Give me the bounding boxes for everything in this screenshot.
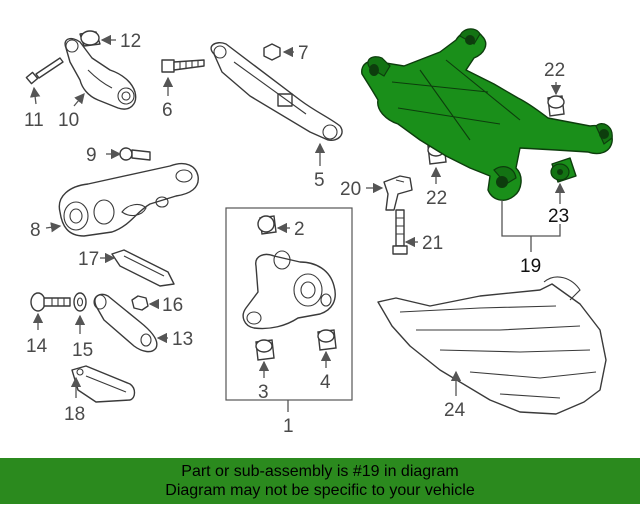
callout-7: 7 <box>298 43 309 64</box>
callout-4: 4 <box>320 372 331 393</box>
banner-line-1: Part or sub-assembly is #19 in diagram <box>181 463 459 480</box>
parts-diagram: 12 11 10 6 7 5 9 8 17 16 13 14 15 18 2 3… <box>24 28 613 437</box>
bushing-part-12[interactable] <box>79 30 101 47</box>
callout-2: 2 <box>294 219 305 240</box>
bushing-part-4[interactable] <box>317 329 337 351</box>
knuckle-assembly-frame <box>225 207 353 401</box>
callout-21: 21 <box>422 233 443 254</box>
bolt-part-6[interactable] <box>161 59 205 73</box>
callout-11: 11 <box>24 110 44 131</box>
bushing-part-22-right[interactable] <box>547 95 565 117</box>
callout-15: 15 <box>72 340 93 361</box>
callout-13: 13 <box>172 329 193 350</box>
callout-22-right: 22 <box>544 60 565 81</box>
bolt-part-21[interactable] <box>392 209 408 255</box>
callout-19: 19 <box>520 256 541 277</box>
bolt-part-9[interactable] <box>119 147 151 161</box>
callout-3: 3 <box>258 382 269 403</box>
callout-16: 16 <box>162 295 183 316</box>
callout-23: 23 <box>548 206 569 227</box>
callout-10: 10 <box>58 110 79 131</box>
callout-17: 17 <box>78 249 99 270</box>
callout-20: 20 <box>340 179 361 200</box>
callout-14: 14 <box>26 336 48 357</box>
nut-part-16[interactable] <box>131 295 149 311</box>
nut-part-7[interactable] <box>263 43 281 61</box>
lower-control-arm-part-8[interactable] <box>58 162 199 237</box>
fitment-notice-banner: Part or sub-assembly is #19 in diagram D… <box>0 458 640 504</box>
bolt-part-14[interactable] <box>30 292 71 312</box>
subframe-part-19[interactable] <box>361 28 613 201</box>
callout-8: 8 <box>30 220 41 241</box>
shield-part-18[interactable] <box>71 365 136 403</box>
under-cover-part-24[interactable] <box>377 276 607 415</box>
leader-lines <box>29 34 566 412</box>
bushing-part-3[interactable] <box>255 339 275 361</box>
callout-24: 24 <box>444 400 466 421</box>
bolt-part-11[interactable] <box>25 57 64 85</box>
upper-control-arm-part-10[interactable] <box>64 37 137 110</box>
callout-numbers: 12 11 10 6 7 5 9 8 17 16 13 14 15 18 2 3… <box>24 31 569 437</box>
washer-part-15[interactable] <box>73 292 87 312</box>
bushing-part-2[interactable] <box>257 215 277 235</box>
callout-9: 9 <box>86 145 97 166</box>
callout-22-left: 22 <box>426 188 447 209</box>
callout-1: 1 <box>283 416 294 437</box>
knuckle-part-1[interactable] <box>242 250 336 330</box>
toe-link-part-13[interactable] <box>93 293 158 353</box>
bracket-part-17[interactable] <box>111 249 175 287</box>
callout-5: 5 <box>314 170 325 191</box>
bushing-part-23[interactable] <box>550 157 577 183</box>
callout-18: 18 <box>64 404 85 425</box>
bracket-part-20[interactable] <box>383 175 413 211</box>
banner-line-2: Diagram may not be specific to your vehi… <box>165 482 475 499</box>
callout-12: 12 <box>120 31 141 52</box>
trailing-link-part-5[interactable] <box>210 42 343 141</box>
callout-6: 6 <box>162 100 173 121</box>
